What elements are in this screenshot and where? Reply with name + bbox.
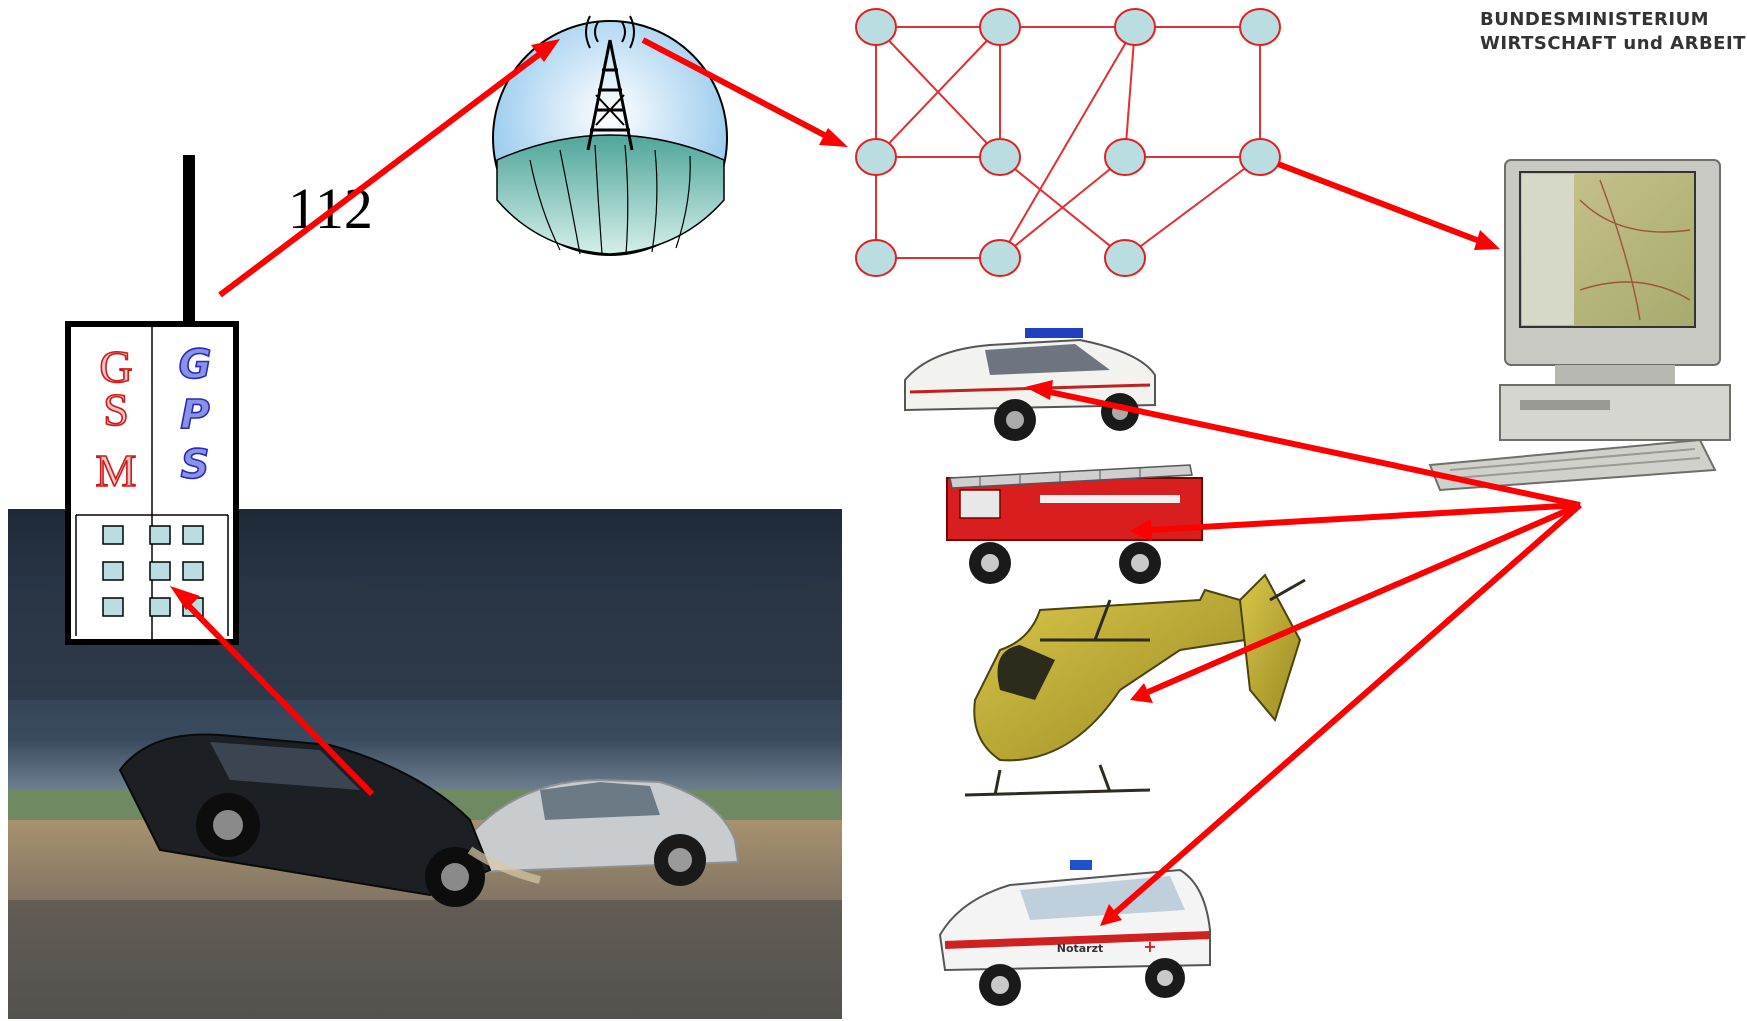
car-crash-photo bbox=[8, 509, 842, 1019]
gps-letter-s: S bbox=[181, 442, 210, 488]
arrow-computer-to-helicopter bbox=[1130, 502, 1582, 703]
gsm-letter-g: G bbox=[99, 341, 132, 392]
police-car-icon bbox=[904, 328, 1156, 441]
ambulance-icon: Notarzt + bbox=[938, 860, 1211, 1006]
gsm-letter-s: S bbox=[103, 384, 129, 435]
network-graph bbox=[875, 26, 1261, 259]
phone-keypad bbox=[102, 525, 204, 617]
helicopter-icon bbox=[964, 573, 1306, 797]
gps-letter-p: P bbox=[180, 392, 209, 438]
gsm-gps-phone: G S M G P S bbox=[65, 155, 239, 645]
arrow-computer-to-ambulance bbox=[1100, 502, 1582, 926]
ministry-logo: BUNDESMINISTERIUM WIRTSCHAFT und ARBEIT bbox=[1480, 8, 1747, 56]
red-cross-icon: + bbox=[1143, 937, 1156, 956]
arrow-tower-to-network bbox=[641, 37, 848, 147]
phone-antenna bbox=[183, 155, 195, 325]
arrow-computer-to-firetruck bbox=[1130, 502, 1581, 541]
radio-tower-icon bbox=[492, 15, 728, 256]
silver-car bbox=[468, 778, 740, 886]
arrow-computer-to-police bbox=[1025, 380, 1581, 508]
arrow-crash-to-phone bbox=[170, 586, 375, 797]
black-car bbox=[118, 733, 492, 907]
computer-workstation-icon bbox=[1428, 159, 1731, 492]
gps-letter-g: G bbox=[179, 342, 212, 388]
gsm-letter-m: M bbox=[96, 445, 137, 496]
fire-truck-icon bbox=[946, 464, 1203, 584]
arrow-phone-to-tower bbox=[218, 39, 560, 298]
ministry-name-line1: BUNDESMINISTERIUM bbox=[1480, 9, 1710, 30]
network-nodes bbox=[855, 8, 1281, 277]
arrow-network-to-computer bbox=[1276, 161, 1500, 250]
ambulance-label: Notarzt bbox=[1057, 942, 1104, 955]
flow-arrows bbox=[170, 37, 1582, 926]
ministry-name-line2: WIRTSCHAFT und ARBEIT bbox=[1480, 33, 1746, 54]
